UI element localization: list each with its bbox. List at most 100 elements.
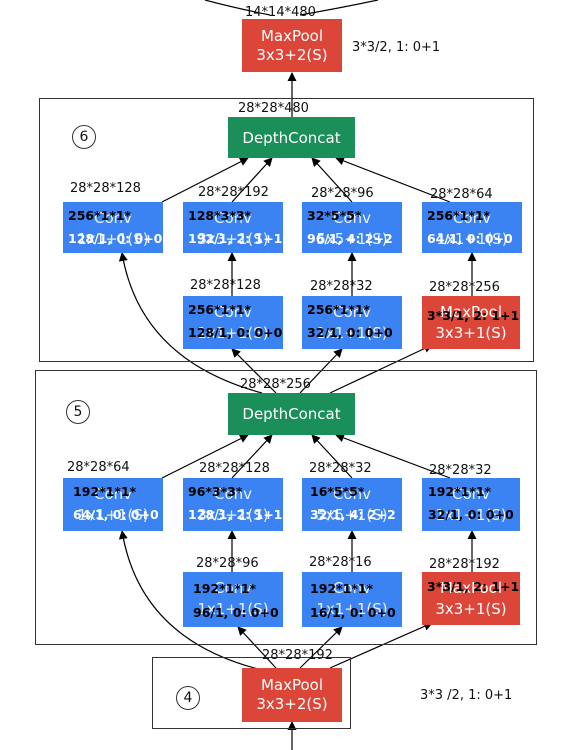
s6-b2-title: Conv <box>213 209 253 227</box>
s6-r2-size: 28*28*128 <box>190 278 261 293</box>
top-maxpool-title: MaxPool <box>260 26 324 45</box>
s5-reduce4-maxpool-node[interactable]: MaxPool 3x3+1(S) 3*3/1, 2: 1+1 <box>422 572 520 625</box>
s5-branch4-conv-node[interactable]: Conv 1x1+1(S) 192*1*1* 32/1, 0: 0+0 <box>422 478 520 531</box>
s6-b3-title: Conv <box>332 209 372 227</box>
s5-r2-ov1: 192*1*1* <box>193 581 257 596</box>
s5-b2-size: 28*28*128 <box>199 461 270 476</box>
s4-maxpool-title: MaxPool <box>260 676 324 694</box>
s6-branch1-conv-node[interactable]: Conv 1x1+1(S) 256*1*1* 128/1, 0: 0+0 <box>63 202 163 253</box>
s6-b1-size: 28*28*128 <box>70 181 141 196</box>
s6-b4-ov1: 256*1*1* <box>427 208 491 223</box>
s5-b1-ov1: 192*1*1* <box>73 484 137 499</box>
s6-r3-sub: 1x1+1(S) <box>316 324 388 342</box>
section-5-index: 5 <box>66 400 90 424</box>
edge-s4pool-s5r3 <box>299 626 343 669</box>
s6-r3-title: Conv <box>332 303 372 321</box>
top-maxpool-node[interactable]: MaxPool 3x3+2(S) <box>242 19 342 72</box>
s5-r4-title: MaxPool <box>439 579 503 597</box>
edge-s6b1-concat <box>161 157 249 203</box>
s6-r4-ov1: 3*3/1, 2: 1+1 <box>427 308 520 323</box>
edge-s5b3-concat <box>311 434 353 479</box>
s6-concat-size: 28*28*480 <box>238 101 309 116</box>
s6-b3-ov1: 32*5*5* <box>307 208 362 223</box>
s5-b4-size: 28*28*32 <box>429 463 492 478</box>
s6-b2-size: 28*28*192 <box>198 185 269 200</box>
edge-s5concat-s6r4 <box>329 344 433 394</box>
edge-top-out-right <box>299 0 379 16</box>
s6-r2-title: Conv <box>213 303 253 321</box>
top-maxpool-note: 3*3/2, 1: 0+1 <box>352 40 441 55</box>
s5-r2-ov2: 96/1, 0: 0+0 <box>193 605 279 620</box>
inception-section-5 <box>35 370 537 645</box>
edge-top-out-left <box>204 0 271 16</box>
s4-maxpool-node[interactable]: MaxPool 3x3+2(S) <box>242 668 342 722</box>
s5-b1-sub: 1x1+1(S) <box>77 506 149 524</box>
s6-reduce3-conv-node[interactable]: Conv 1x1+1(S) 256*1*1* 32/1, 0: 0+0 <box>302 296 402 349</box>
s5-b3-ov2: 32/1, 4: 2+2 <box>310 507 396 522</box>
s6-r4-title: MaxPool <box>439 303 503 321</box>
s6-b1-ov2: 128/1, 0: 0+0 <box>68 231 163 246</box>
s5-b3-title: Conv <box>332 485 372 503</box>
top-size-label: 14*14*480 <box>245 5 316 20</box>
edge-s4pool-s5r4 <box>329 622 433 669</box>
s6-r2-sub: 1x1+1(S) <box>197 324 269 342</box>
s5-depthconcat-node[interactable]: DepthConcat <box>228 393 355 435</box>
s6-depthconcat-label: DepthConcat <box>242 128 341 147</box>
edge-s4pool-s5r2 <box>237 626 277 669</box>
s5-b3-sub: 5x5+1(S) <box>316 506 388 524</box>
s6-branch4-conv-node[interactable]: Conv 1x1+1(S) 256*1*1* 64/1, 0: 0+0 <box>422 202 522 253</box>
s5-b1-size: 28*28*64 <box>67 460 130 475</box>
s5-concat-size: 28*28*256 <box>240 377 311 392</box>
s6-r2-ov1: 256*1*1* <box>188 302 252 317</box>
s5-branch1-conv-node[interactable]: Conv 1x1+1(S) 192*1*1* 64/1, 0: 0+0 <box>63 478 163 531</box>
s6-b3-size: 28*28*96 <box>311 186 374 201</box>
s5-r3-sub: 1x1+1(S) <box>316 600 388 618</box>
s5-r3-ov1: 192*1*1* <box>310 581 374 596</box>
edge-s5b4-concat <box>335 433 451 479</box>
s6-b3-sub: 5x5+1(S) <box>316 230 388 248</box>
edge-s4pool-s5b1 <box>118 530 263 671</box>
edge-s5b2-concat <box>231 434 273 479</box>
s6-r3-ov1: 256*1*1* <box>307 302 371 317</box>
s5-branch3-conv-node[interactable]: Conv 5x5+1(S) 16*5*5* 32/1, 4: 2+2 <box>302 478 402 531</box>
s5-depthconcat-label: DepthConcat <box>242 405 341 423</box>
s5-r3-ov2: 16/1, 0: 0+0 <box>310 605 396 620</box>
edge-s6b2-concat <box>231 157 273 203</box>
edge-s5concat-s6r3 <box>299 348 343 394</box>
s5-r4-sub: 3x3+1(S) <box>435 600 507 618</box>
section-6-index: 6 <box>72 125 96 149</box>
s6-b1-ov1: 256*1*1* <box>68 208 132 223</box>
s6-depthconcat-node[interactable]: DepthConcat <box>228 117 355 158</box>
s4-maxpool-note: 3*3 /2, 1: 0+1 <box>420 688 513 703</box>
s5-r4-size: 28*28*192 <box>429 557 500 572</box>
s5-b2-ov2: 128/1, 2: 1+1 <box>188 507 283 522</box>
s5-b4-title: Conv <box>451 485 491 503</box>
s5-reduce2-conv-node[interactable]: Conv 1x1+1(S) 192*1*1* 96/1, 0: 0+0 <box>183 572 283 627</box>
s5-reduce3-conv-node[interactable]: Conv 1x1+1(S) 192*1*1* 16/1, 0: 0+0 <box>302 572 402 627</box>
s6-b3-ov2: 96/1, 4: 2+2 <box>307 231 393 246</box>
s6-r3-size: 28*28*32 <box>310 279 373 294</box>
s5-b2-sub: 3x3+1(S) <box>197 506 269 524</box>
s6-b4-title: Conv <box>452 209 492 227</box>
s5-b3-ov1: 16*5*5* <box>310 484 365 499</box>
s6-branch3-conv-node[interactable]: Conv 5x5+1(S) 32*5*5* 96/1, 4: 2+2 <box>302 202 402 253</box>
s5-b3-size: 28*28*32 <box>309 461 372 476</box>
edge-s6b4-concat <box>335 156 451 203</box>
s6-r4-size: 28*28*256 <box>429 280 500 295</box>
edge-s6b3-concat <box>311 157 353 203</box>
edge-s5concat-s6b1 <box>118 252 263 394</box>
s6-branch2-conv-node[interactable]: Conv 3x3+1(S) 128*3*3* 192/1, 2: 1+1 <box>183 202 283 253</box>
s5-branch2-conv-node[interactable]: Conv 3x3+1(S) 96*3*3* 128/1, 2: 1+1 <box>183 478 283 531</box>
s5-r3-size: 28*28*16 <box>309 555 372 570</box>
edge-s5b1-concat <box>161 434 249 479</box>
s6-b2-ov1: 128*3*3* <box>188 208 252 223</box>
s6-reduce4-maxpool-node[interactable]: MaxPool 3x3+1(S) 3*3/1, 2: 1+1 <box>422 296 520 349</box>
s6-r4-sub: 3x3+1(S) <box>435 324 507 342</box>
s6-b4-size: 28*28*64 <box>430 187 493 202</box>
s6-b4-ov2: 64/1, 0: 0+0 <box>427 231 513 246</box>
s4-size-label: 28*28*192 <box>262 648 333 663</box>
s6-reduce2-conv-node[interactable]: Conv 1x1+1(S) 256*1*1* 128/1, 0: 0+0 <box>183 296 283 349</box>
edge-s5concat-s6r2 <box>231 348 277 394</box>
